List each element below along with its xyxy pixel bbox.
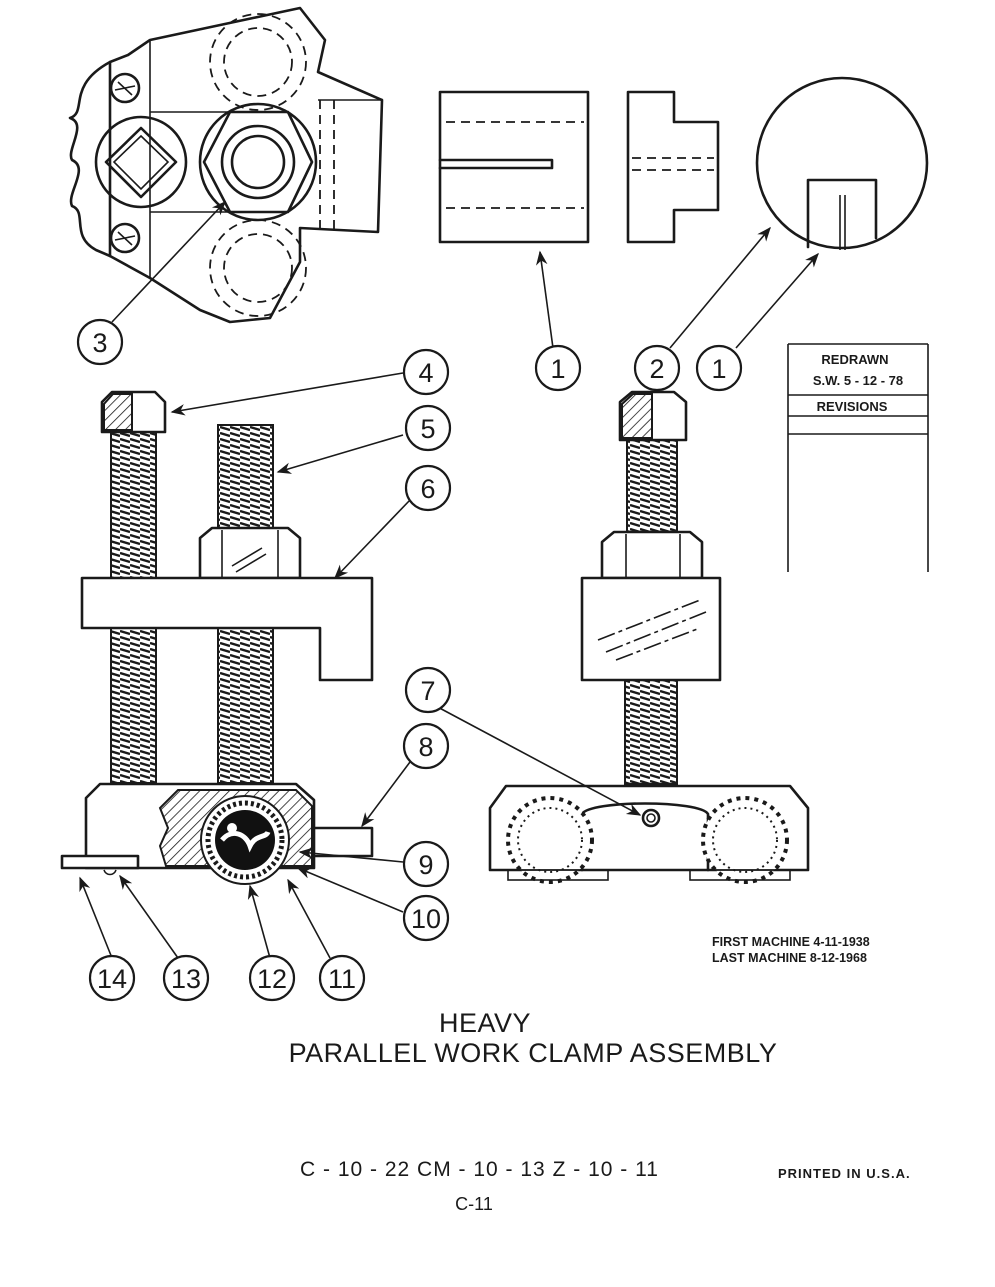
clamp-plate-top-view <box>68 6 384 324</box>
svg-text:2: 2 <box>649 354 664 384</box>
revision-redrawn-text: REDRAWN <box>821 352 888 367</box>
svg-text:6: 6 <box>420 474 435 504</box>
callout-8: 8 <box>402 722 450 770</box>
callout-14: 14 <box>88 954 136 1002</box>
last-machine-date: LAST MACHINE 8-12-1968 <box>712 951 867 965</box>
jaw-detail-circle <box>755 76 929 250</box>
leader-lines <box>79 200 819 959</box>
jaw-block-side-view <box>438 90 590 244</box>
svg-text:14: 14 <box>97 964 127 994</box>
callout-12: 12 <box>248 954 296 1002</box>
callout-9: 9 <box>402 840 450 888</box>
title-line-2: PARALLEL WORK CLAMP ASSEMBLY <box>289 1038 778 1068</box>
svg-text:12: 12 <box>257 964 287 994</box>
svg-text:10: 10 <box>411 904 441 934</box>
clamp-front-view <box>60 390 374 885</box>
jaw-block-end-view <box>626 90 720 244</box>
svg-text:3: 3 <box>92 328 107 358</box>
svg-text:5: 5 <box>420 414 435 444</box>
svg-text:7: 7 <box>420 676 435 706</box>
svg-text:4: 4 <box>418 358 433 388</box>
callout-1-top: 1 <box>534 344 582 392</box>
revision-box: REDRAWN S.W. 5 - 12 - 78 REVISIONS <box>787 343 929 572</box>
svg-text:1: 1 <box>550 354 565 384</box>
callout-1-detail: 1 <box>695 344 743 392</box>
svg-text:1: 1 <box>711 354 726 384</box>
printed-in-usa: PRINTED IN U.S.A. <box>778 1166 911 1181</box>
callout-10: 10 <box>402 894 450 942</box>
callout-4: 4 <box>402 348 450 396</box>
page-number: C-11 <box>455 1194 493 1214</box>
svg-text:9: 9 <box>418 850 433 880</box>
revisions-label: REVISIONS <box>817 399 888 414</box>
callout-5: 5 <box>404 404 452 452</box>
callout-11: 11 <box>318 954 366 1002</box>
svg-text:13: 13 <box>171 964 201 994</box>
clamp-side-view <box>488 390 810 884</box>
callout-3: 3 <box>76 318 124 366</box>
revision-date-text: S.W. 5 - 12 - 78 <box>813 373 903 388</box>
part-numbers: C - 10 - 22 CM - 10 - 13 Z - 10 - 11 <box>300 1158 659 1181</box>
callout-13: 13 <box>162 954 210 1002</box>
callout-6: 6 <box>404 464 452 512</box>
title-line-1: HEAVY <box>439 1008 531 1038</box>
callout-7: 7 <box>404 666 452 714</box>
svg-text:11: 11 <box>328 964 356 994</box>
svg-text:8: 8 <box>418 732 433 762</box>
callout-2: 2 <box>633 344 681 392</box>
first-machine-date: FIRST MACHINE 4-11-1938 <box>712 935 870 949</box>
